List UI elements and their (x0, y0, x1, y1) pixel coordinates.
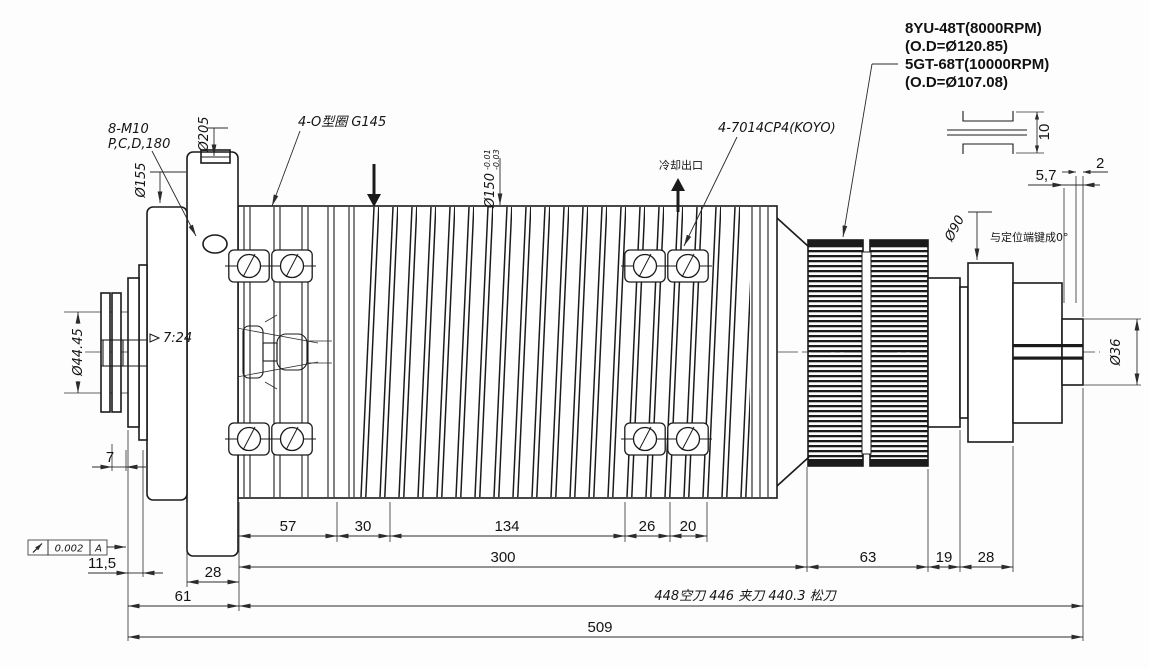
nose-keyway (102, 339, 124, 367)
cap-od-label: Ø155 (134, 162, 149, 198)
keyway-detail: 10 (947, 111, 1053, 154)
runout-datum: A (94, 544, 102, 555)
dim-26: 26 (639, 518, 656, 535)
dim-10: 10 (1036, 124, 1053, 141)
body-od-tol-upper: -0.01 (483, 149, 492, 170)
flange-bolt-hole (202, 234, 228, 254)
bolt-pattern-label-1: 8-M10 (108, 122, 149, 137)
flange-od-label: Ø205 (197, 116, 212, 152)
rear-shaft (927, 262, 1084, 443)
runout-value: 0.002 (55, 544, 84, 555)
flow-arrows (367, 164, 685, 212)
dim-20: 20 (680, 518, 697, 535)
dim-7: 7 (106, 449, 114, 466)
pulley-spec-line2: (O.D=Ø120.85) (905, 38, 1008, 55)
front-nose-rings (100, 264, 148, 441)
spindle-body (237, 205, 778, 499)
rear-cone (776, 217, 810, 487)
annotations: 8-M10 P,C,D,180 Ø205 Ø155 4-O型圈 G145 Ø15… (108, 20, 1069, 346)
dim-63: 63 (860, 549, 877, 566)
dim-end-diameter: Ø36 (1109, 339, 1124, 367)
dim-11-5: 11,5 (88, 555, 116, 572)
dim-134: 134 (494, 518, 519, 535)
oring-note-label: 4-O型圈 G145 (298, 115, 386, 130)
pulley-spec-line4: (O.D=Ø107.08) (905, 74, 1008, 91)
taper-symbol (149, 333, 161, 343)
body-od-tol-lower: -0.03 (492, 149, 501, 170)
dim-19: 19 (936, 549, 953, 566)
pulley-gap (861, 251, 872, 455)
dim-300: 300 (490, 549, 515, 566)
dim-2: 2 (1096, 155, 1104, 172)
pulley-spec-line1: 8YU-48T(8000RPM) (905, 20, 1042, 37)
dim-gauge-diameter: Ø44.45 (71, 328, 86, 376)
dim-5-7: 5,7 (1036, 167, 1057, 184)
dim-61: 61 (175, 588, 192, 605)
dim-28-right: 28 (978, 549, 995, 566)
runout-frame: 0.002 A (27, 539, 126, 556)
bolt-pattern-label-2: P,C,D,180 (108, 137, 170, 152)
rear-dia-label: Ø90 (942, 213, 968, 245)
runout-symbol-icon (32, 543, 43, 553)
dim-509: 509 (587, 619, 612, 636)
dim-57: 57 (280, 518, 297, 535)
belt-pulley (807, 239, 929, 467)
dimensions: 57 30 134 26 20 300 63 19 28 61 448空刀 44… (71, 155, 1140, 640)
front-cap (146, 206, 188, 501)
dim-30: 30 (355, 518, 372, 535)
coolant-outlet-arrow-icon (671, 178, 685, 212)
down-arrow-icon (367, 164, 381, 207)
taper-ratio-label: 7:24 (163, 331, 192, 346)
coolant-outlet-label: 冷却出口 (659, 158, 703, 172)
body-od-label: Ø150 (483, 173, 498, 209)
flange (186, 149, 239, 557)
key-note-label: 与定位端键成0° (990, 230, 1069, 244)
tool-state-note: 448空刀 446 夹刀 440.3 松刀 (654, 589, 837, 604)
dim-28-flange: 28 (205, 564, 222, 581)
pulley-spec-line3: 5GT-68T(10000RPM) (905, 56, 1049, 73)
bearing-note-label: 4-7014CP4(KOYO) (718, 121, 836, 136)
